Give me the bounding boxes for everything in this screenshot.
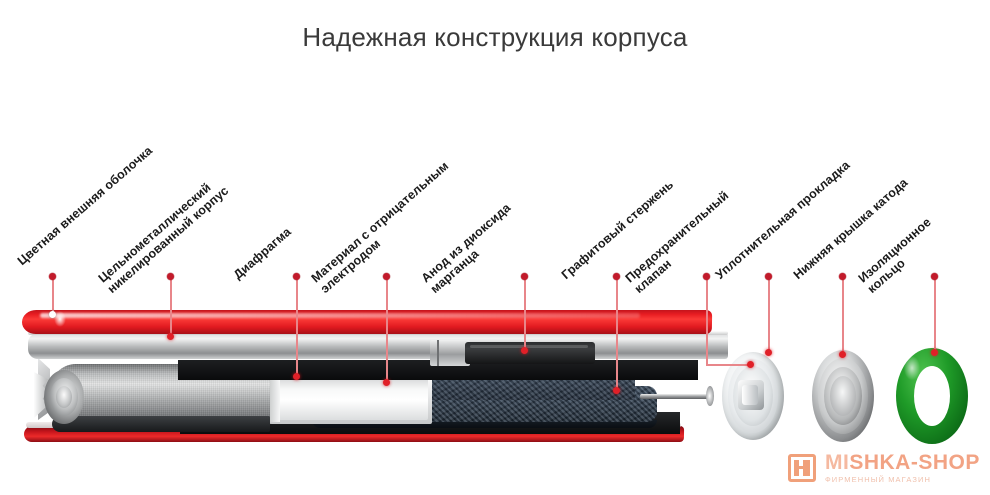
leader-endpoint-sealing-gasket bbox=[765, 349, 772, 356]
leader-dot-insulation-ring bbox=[931, 273, 938, 280]
callout-manganese-dioxide-anode: Анод из диоксида марганца bbox=[419, 201, 523, 296]
inner-case-band bbox=[178, 360, 698, 380]
leader-dot-colored-outer-shell bbox=[49, 273, 56, 280]
leader-dot-lower-cathode-cap bbox=[839, 273, 846, 280]
callout-line-1: Диафрагма bbox=[230, 224, 294, 282]
leader-endpoint-lower-cathode-cap bbox=[839, 351, 846, 358]
watermark-subtitle: ФИРМЕННЫЙ МАГАЗИН bbox=[825, 475, 931, 484]
leader-endpoint-colored-outer-shell bbox=[49, 311, 56, 318]
callout-line-1: Анод из диоксида bbox=[418, 200, 514, 286]
page-title: Надежная конструкция корпуса bbox=[302, 22, 688, 52]
leader-dot-safety-valve bbox=[703, 273, 710, 280]
negative-electrode-bar bbox=[465, 342, 595, 364]
cathode-cap-center bbox=[830, 376, 856, 416]
leader-endpoint-manganese-dioxide-anode bbox=[521, 347, 528, 354]
leader-dot-graphite-rod bbox=[613, 273, 620, 280]
leader-endpoint-diaphragm bbox=[293, 373, 300, 380]
leader-endpoint-graphite-rod bbox=[613, 387, 620, 394]
watermark-brand: MISHKA-SHOP bbox=[825, 452, 980, 473]
leader-endpoint-all-metal-nickel-case bbox=[167, 333, 174, 340]
barrel-shadow bbox=[52, 416, 270, 432]
callout-line-2: клапан bbox=[631, 256, 675, 296]
nickel-steel-case bbox=[28, 333, 728, 359]
positive-terminal-inner bbox=[56, 386, 72, 408]
callout-diaphragm: Диафрагма bbox=[231, 225, 294, 282]
safety-valve-hub-inner bbox=[742, 385, 758, 405]
leader-dot-sealing-gasket bbox=[765, 273, 772, 280]
callout-insulation-ring: Изоляционное кольцо bbox=[856, 215, 943, 296]
case-collar-line bbox=[437, 340, 439, 366]
leader-line-sealing-gasket bbox=[768, 279, 770, 353]
graphite-rod bbox=[640, 394, 712, 399]
insulation-ring-gloss bbox=[904, 356, 920, 380]
anode-lower-edge bbox=[312, 420, 657, 428]
leader-line-safety-valve-horizontal bbox=[706, 364, 752, 366]
jacket-highlight bbox=[40, 313, 640, 318]
leader-line-diaphragm bbox=[296, 279, 298, 377]
battery-diagram bbox=[0, 300, 990, 460]
callout-all-metal-nickel-case: Цельнометаллический никелированный корпу… bbox=[96, 173, 232, 296]
leader-dot-manganese-dioxide-anode bbox=[521, 273, 528, 280]
leader-line-graphite-rod bbox=[616, 279, 618, 391]
leader-endpoint-insulation-ring bbox=[931, 349, 938, 356]
leader-dot-all-metal-nickel-case bbox=[167, 273, 174, 280]
leader-line-all-metal-nickel-case bbox=[170, 279, 172, 337]
leader-line-lower-cathode-cap bbox=[842, 279, 844, 355]
leader-dot-diaphragm bbox=[293, 273, 300, 280]
watermark-brand-prefix: MI bbox=[825, 451, 850, 474]
shop-building-icon bbox=[788, 453, 816, 482]
leader-endpoint-safety-valve bbox=[747, 361, 754, 368]
callout-line-1: Уплотнительная прокладка bbox=[712, 157, 853, 282]
jacket-gloss bbox=[54, 311, 66, 327]
leader-endpoint-negative-electrode-material bbox=[383, 379, 390, 386]
insulation-ring-hole bbox=[914, 366, 950, 426]
callout-sealing-gasket: Уплотнительная прокладка bbox=[713, 158, 853, 282]
negative-electrode-highlight bbox=[470, 345, 588, 348]
leader-line-negative-electrode-material bbox=[386, 279, 388, 383]
callout-line-1: Цельнометаллический bbox=[95, 180, 214, 286]
leader-line-colored-outer-shell bbox=[52, 279, 54, 315]
diaphragm-inner bbox=[266, 376, 428, 420]
watermark-brand-rest: SHKA-SHOP bbox=[849, 451, 980, 474]
watermark-text: MISHKA-SHOP ФИРМЕННЫЙ МАГАЗИН bbox=[825, 452, 980, 484]
leader-line-insulation-ring bbox=[934, 279, 936, 353]
case-collar bbox=[430, 340, 470, 366]
leader-dot-negative-electrode-material bbox=[383, 273, 390, 280]
watermark: MISHKA-SHOP ФИРМЕННЫЙ МАГАЗИН bbox=[788, 452, 980, 484]
graphite-rod-cap bbox=[706, 386, 714, 406]
leader-line-safety-valve-vertical bbox=[706, 279, 708, 365]
leader-line-manganese-dioxide-anode bbox=[524, 279, 526, 351]
